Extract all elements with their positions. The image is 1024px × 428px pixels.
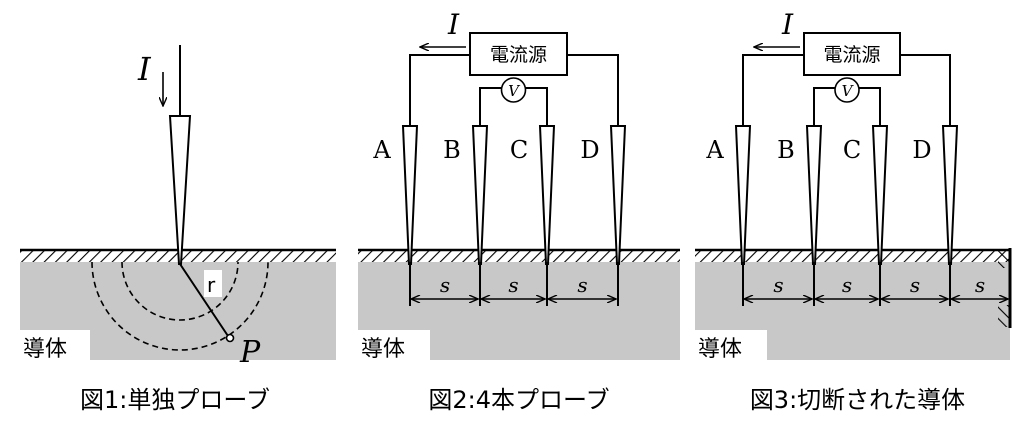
radius-label-bg [204, 270, 222, 297]
spacing-label: s [508, 273, 518, 297]
point-label: P [239, 335, 261, 370]
conductor-label: 導体 [698, 337, 742, 362]
spacing-label: s [975, 273, 985, 297]
probe-label-d: D [580, 136, 599, 164]
current-label: I [447, 8, 460, 41]
current-label: I [781, 8, 794, 41]
figure-caption: 図2:4本プローブ [428, 386, 609, 414]
voltmeter-icon [834, 77, 860, 103]
probe-c [538, 125, 556, 265]
conductor-label-bg [358, 330, 430, 362]
probe-d [609, 125, 627, 265]
radius-label: r [207, 273, 216, 297]
equipotential-inner [121, 261, 239, 321]
probe-label-c: C [510, 136, 528, 164]
equipotential-outer [91, 261, 269, 351]
probe-label-c: C [843, 136, 861, 164]
probe-label-b: B [777, 136, 795, 164]
spacing-label: s [842, 273, 852, 297]
spacing-label: s [577, 273, 587, 297]
conductor-label-bg [695, 330, 767, 362]
figure-caption: 図3:切断された導体 [750, 386, 965, 414]
spacing-label: s [910, 273, 920, 297]
probe-a [401, 125, 419, 265]
current-source-label: 電流源 [490, 44, 547, 66]
wire-a [742, 54, 804, 126]
wire-a [409, 54, 470, 126]
probe [168, 115, 192, 265]
voltmeter-label: V [508, 82, 521, 100]
probe-a [734, 125, 752, 265]
probe-label-a: A [705, 136, 724, 164]
surface-hatch [695, 250, 1010, 262]
figure-1-single-probe: r P I 導体 図1:単独プローブ [20, 45, 336, 414]
current-source-box [469, 32, 568, 76]
radius-line [179, 263, 229, 337]
current-source-box [803, 32, 901, 76]
conductor-label: 導体 [361, 337, 405, 362]
point-p-marker [225, 333, 235, 343]
voltmeter-icon [500, 77, 527, 103]
probe-label-d: D [912, 136, 931, 164]
figure-caption: 図1:単独プローブ [80, 386, 270, 414]
conductor-label-bg [20, 330, 90, 362]
probe-c [871, 125, 889, 265]
probe-label-a: A [372, 136, 391, 164]
spacing-label: s [773, 273, 783, 297]
voltmeter-label: V [842, 82, 855, 100]
current-source-label: 電流源 [823, 44, 880, 66]
probe-label-b: B [443, 136, 461, 164]
surface-hatch [358, 250, 680, 262]
probe-b [471, 125, 489, 265]
wall-hatch-bottom [998, 305, 1010, 327]
probe-d [941, 125, 959, 265]
wire-d [567, 54, 619, 126]
wall-hatch-top [998, 250, 1010, 268]
wire-d [900, 54, 951, 126]
conductor-label: 導体 [23, 337, 67, 362]
current-label: I [137, 50, 152, 88]
spacing-label: s [440, 273, 450, 297]
probe-b [805, 125, 823, 265]
